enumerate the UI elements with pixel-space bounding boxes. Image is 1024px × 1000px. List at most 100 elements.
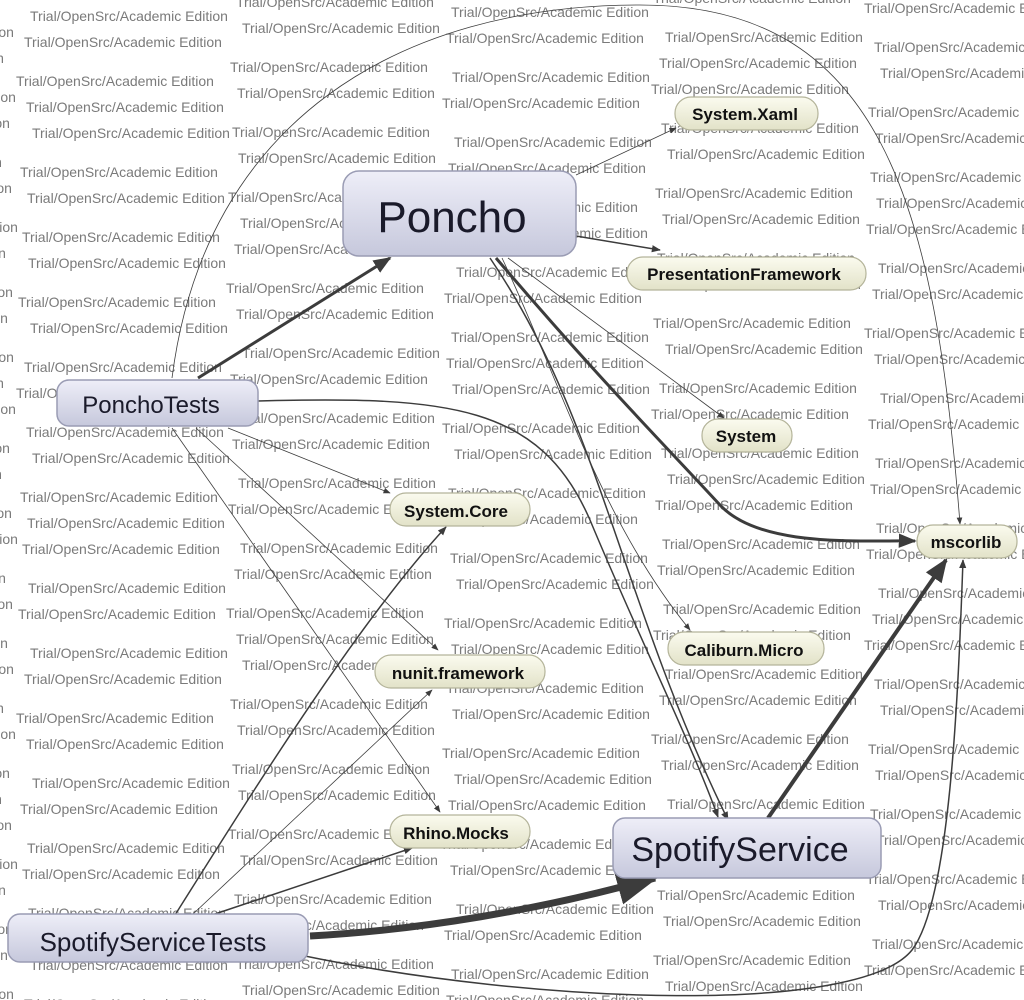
watermark-text: Trial/OpenSrc/Academic Edition	[24, 671, 222, 687]
node-spotifyservicetests[interactable]: SpotifyServiceTests	[7, 913, 309, 963]
watermark-text: Trial/OpenSrc/Academic Edition	[232, 761, 430, 777]
watermark-text: Trial/OpenSrc/Academic Edition	[237, 85, 435, 101]
watermark-text: Trial/OpenSrc/Academic Edition	[864, 325, 1024, 341]
edge-ponchotests-rhinomocks	[171, 427, 441, 813]
edge-spotifyservicetests-mscorlib	[299, 559, 967, 997]
watermark-text: Trial/OpenSrc/Academic Edition	[665, 978, 863, 994]
watermark-text: Trial/OpenSrc/Academic Edition	[238, 475, 436, 491]
watermark-text: Trial/OpenSrc/Academic Edition	[651, 406, 849, 422]
watermark-text: Trial/OpenSrc/Academic Edition	[442, 95, 640, 111]
watermark-text: Trial/OpenSrc/Academic Edition	[442, 745, 640, 761]
edge-spotifyservicetests-rhinomocks	[211, 847, 413, 916]
watermark-text: Trial/OpenSrc/Academic Edition	[451, 966, 649, 982]
node-presentationframework[interactable]: PresentationFramework	[626, 256, 867, 291]
watermark-text: Trial/OpenSrc/Academic Edition	[448, 797, 646, 813]
watermark-text: Trial/OpenSrc/Academic Edition	[232, 436, 430, 452]
watermark-text: Trial/OpenSrc/Academic Edition	[868, 741, 1024, 757]
node-systemxaml[interactable]: System.Xaml	[674, 96, 819, 131]
watermark-text: Trial/OpenSrc/Academic Edition	[0, 700, 4, 716]
edge-poncho-systemxaml	[575, 127, 677, 176]
watermark-text: Trial/OpenSrc/Academic Edition	[659, 380, 857, 396]
watermark-text: Trial/OpenSrc/Academic Edition	[452, 69, 650, 85]
watermark-text: Trial/OpenSrc/Academic Edition	[24, 359, 222, 375]
watermark-text: Trial/OpenSrc/Academic Edition	[864, 637, 1024, 653]
watermark-text: Trial/OpenSrc/Academic Edition	[18, 606, 216, 622]
watermark-text: Trial/OpenSrc/Academic Edition	[454, 446, 652, 462]
watermark-text: Trial/OpenSrc/Academic Edition	[665, 341, 863, 357]
watermark-text: Trial/OpenSrc/Academic Edition	[0, 310, 8, 326]
watermark-text: Trial/OpenSrc/Academic Edition	[27, 840, 225, 856]
watermark-text: Trial/OpenSrc/Academic Edition	[663, 601, 861, 617]
watermark-text: Trial/OpenSrc/Academic Edition	[657, 562, 855, 578]
node-caliburnmicro[interactable]: Caliburn.Micro	[667, 631, 825, 666]
node-system[interactable]: System	[701, 418, 793, 453]
watermark-text: Trial/OpenSrc/Academic Edition	[452, 706, 650, 722]
watermark-text: Trial/OpenSrc/Academic Edition	[0, 401, 16, 417]
edge-poncho-spotifyservice	[489, 257, 729, 821]
edge-spotifyservicetests-spotifyservice	[309, 871, 660, 940]
watermark-text: Trial/OpenSrc/Academic Edition	[24, 34, 222, 50]
watermark-text: Trial/OpenSrc/Academic Edition	[22, 229, 220, 245]
node-systemcore[interactable]: System.Core	[389, 492, 531, 527]
watermark-text: Trial/OpenSrc/Academic Edition	[446, 355, 644, 371]
watermark-text: Trial/OpenSrc/Academic Edition	[665, 29, 863, 45]
node-ponchotests[interactable]: PonchoTests	[56, 379, 259, 427]
node-label-ponchotests: PonchoTests	[82, 392, 219, 419]
watermark-text: Trial/OpenSrc/Academic Edition	[874, 39, 1024, 55]
watermark-text: Trial/OpenSrc/Academic Edition	[880, 390, 1024, 406]
node-mscorlib[interactable]: mscorlib	[916, 524, 1018, 559]
watermark-text: Trial/OpenSrc/Academic Edition	[236, 0, 434, 10]
watermark-text: Trial/OpenSrc/Academic Edition	[875, 767, 1024, 783]
watermark-text: Trial/OpenSrc/Academic Edition	[0, 219, 18, 235]
watermark-text: Trial/OpenSrc/Academic Edition	[0, 596, 13, 612]
node-nunitframework[interactable]: nunit.framework	[374, 654, 546, 689]
watermark-text: Trial/OpenSrc/Academic Edition	[0, 531, 18, 547]
watermark-text: Trial/OpenSrc/Academic Edition	[20, 164, 218, 180]
watermark-text: Trial/OpenSrc/Academic Edition	[454, 134, 652, 150]
watermark-text: Trial/OpenSrc/Academic Edition	[26, 99, 224, 115]
watermark-text: Trial/OpenSrc/Academic Edition	[236, 631, 434, 647]
watermark-text: Trial/OpenSrc/Academic Edition	[876, 832, 1024, 848]
node-rhinomocks[interactable]: Rhino.Mocks	[389, 814, 531, 849]
edge-ponchotests-nunitframework	[195, 427, 439, 651]
watermark-text: Trial/OpenSrc/Academic Edition	[16, 710, 214, 726]
watermark-text: Trial/OpenSrc/Academic Edition	[663, 913, 861, 929]
watermark-text: Trial/OpenSrc/Academic Edition	[0, 635, 8, 651]
watermark-text: Trial/OpenSrc/Academic Edition	[22, 541, 220, 557]
watermark-text: Trial/OpenSrc/Academic Edition	[659, 55, 857, 71]
watermark-text: Trial/OpenSrc/Academic Edition	[665, 666, 863, 682]
node-label-caliburnmicro: Caliburn.Micro	[684, 641, 803, 660]
watermark-text: Trial/OpenSrc/Academic Edition	[0, 817, 12, 833]
watermark-text: Trial/OpenSrc/Academic Edition	[27, 190, 225, 206]
watermark-text: Trial/OpenSrc/Academic Edition	[442, 420, 640, 436]
watermark-text: Trial/OpenSrc/Academic Edition	[0, 375, 4, 391]
watermark-text: Trial/OpenSrc/Academic Edition	[868, 104, 1024, 120]
edge-poncho-system	[507, 257, 725, 419]
watermark-text: Trial/OpenSrc/Academic Edition	[866, 221, 1024, 237]
watermark-text: Trial/OpenSrc/Academic Edition	[0, 765, 10, 781]
watermark-text: Trial/OpenSrc/Academic Edition	[653, 0, 851, 6]
watermark-text: Trial/OpenSrc/Academic Edition	[451, 4, 649, 20]
watermark-text: Trial/OpenSrc/Academic Edition	[30, 8, 228, 24]
watermark-text: Trial/OpenSrc/Academic Edition	[444, 290, 642, 306]
watermark-text: Trial/OpenSrc/Academic Edition	[444, 615, 642, 631]
edge-ponchotests-systemcore	[227, 427, 391, 494]
watermark-text: Trial/OpenSrc/Academic Edition	[653, 952, 851, 968]
watermark-text: Trial/OpenSrc/Academic Edition	[0, 24, 14, 40]
watermark-text: Trial/OpenSrc/Academic Edition	[0, 0, 8, 1]
node-poncho[interactable]: Poncho	[342, 170, 577, 257]
watermark-text: Trial/OpenSrc/Academic Edition	[238, 787, 436, 803]
watermark-text: Trial/OpenSrc/Academic Edition	[880, 702, 1024, 718]
watermark-text: Trial/OpenSrc/Academic Edition	[446, 992, 644, 1000]
node-spotifyservice[interactable]: SpotifyService	[612, 817, 882, 879]
watermark-text: Trial/OpenSrc/Academic Edition	[0, 791, 2, 807]
watermark-text: Trial/OpenSrc/Academic Edition	[26, 424, 224, 440]
watermark-text: Trial/OpenSrc/Academic Edition	[0, 882, 6, 898]
watermark-text: Trial/OpenSrc/Academic Edition	[657, 887, 855, 903]
watermark-text: Trial/OpenSrc/Academic Edition	[662, 211, 860, 227]
watermark-text: Trial/OpenSrc/Academic Edition	[454, 771, 652, 787]
watermark-text: Trial/OpenSrc/Academic Edition	[238, 150, 436, 166]
watermark-text: Trial/OpenSrc/Academic Edition	[237, 410, 435, 426]
watermark-text: Trial/OpenSrc/Academic Edition	[872, 611, 1024, 627]
